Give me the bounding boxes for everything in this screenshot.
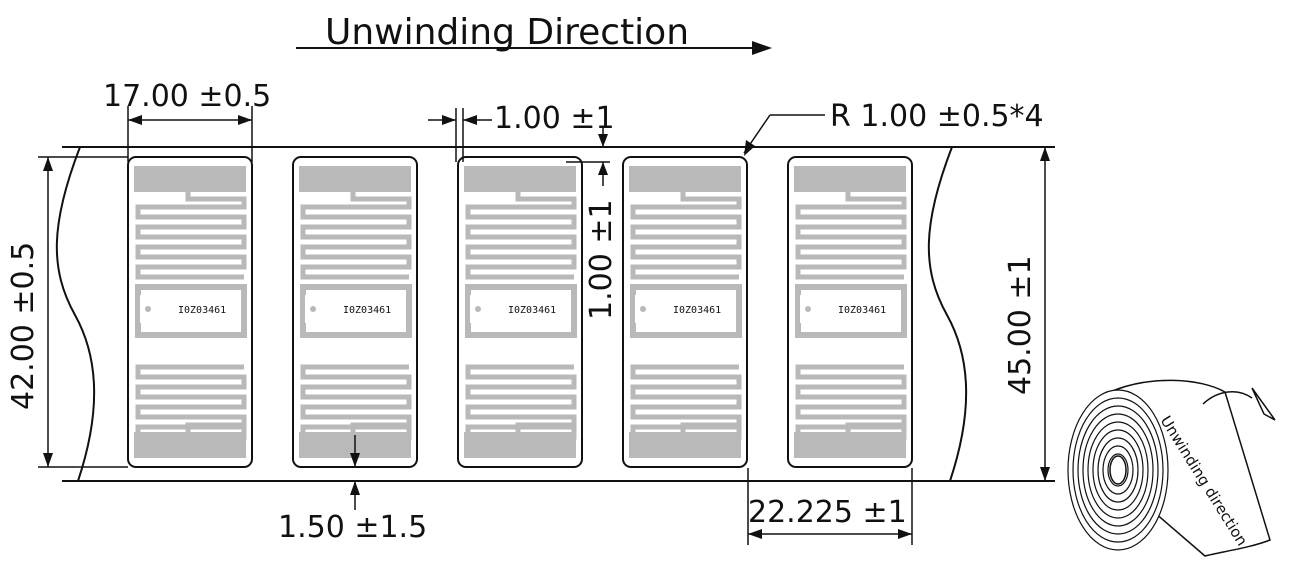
label-roll-illustration: Unwinding direction: [1067, 379, 1276, 557]
corner-radius-text: R 1.00 ±0.5*4: [830, 99, 1044, 134]
web-right-break: [927, 146, 968, 482]
roll-ring: [1077, 405, 1159, 535]
label-width-text: 17.00 ±0.5: [103, 79, 271, 114]
chip-code: I0Z03461: [178, 305, 226, 316]
top-margin-text: 1.00 ±1: [584, 199, 619, 320]
chip-notch: [635, 295, 661, 323]
chip-code: I0Z03461: [343, 305, 391, 316]
roll-core: [1109, 455, 1127, 485]
labels-group: I0Z03461 I0Z03461 I0Z03461 I0Z03461 I0Z03461: [127, 156, 913, 468]
arrowhead: [43, 157, 53, 171]
arrowhead: [598, 134, 608, 147]
rfid-label: I0Z03461: [457, 156, 583, 468]
roll-ring: [1082, 413, 1154, 527]
chip-loop: [465, 284, 577, 338]
antenna-pad-top: [794, 166, 906, 192]
roll-arrowhead: [1251, 387, 1276, 421]
roll-ring: [1107, 453, 1129, 487]
rfid-label: I0Z03461: [292, 156, 418, 468]
arrowhead: [43, 453, 53, 467]
roll-ring: [1097, 437, 1139, 503]
chip-loop: [300, 284, 412, 338]
antenna-meander-bottom: [300, 364, 412, 440]
pitch-text: 22.225 ±1: [748, 495, 907, 530]
antenna-meander-top: [630, 192, 742, 280]
arrowhead: [442, 115, 456, 125]
roll-ring: [1087, 421, 1149, 519]
chip-code: I0Z03461: [673, 305, 721, 316]
antenna-meander-bottom: [135, 364, 247, 440]
diagram-title: Unwinding Direction: [325, 12, 689, 53]
chip-dot: [475, 306, 481, 312]
rfid-label: I0Z03461: [127, 156, 253, 468]
bottom-margin-text: 1.50 ±1.5: [278, 510, 427, 545]
chip-notch: [140, 295, 166, 323]
antenna-meander-bottom: [630, 364, 742, 440]
arrowhead: [350, 453, 360, 467]
antenna-meander-top: [135, 192, 247, 280]
chip-dot: [310, 306, 316, 312]
roll-ring: [1102, 445, 1134, 495]
antenna-pad-top: [134, 166, 246, 192]
gap-text: 1.00 ±1: [494, 101, 615, 136]
chip-notch: [800, 295, 826, 323]
arrowhead: [748, 529, 762, 539]
antenna-pad-top: [629, 166, 741, 192]
web-left-break: [55, 146, 96, 482]
arrowhead: [128, 115, 142, 125]
antenna-meander-top: [300, 192, 412, 280]
arrowhead: [744, 140, 755, 156]
roll-arrow-curve: [1202, 391, 1253, 405]
chip-code: I0Z03461: [838, 305, 886, 316]
direction-arrowhead: [752, 41, 772, 55]
antenna-meander-bottom: [795, 364, 907, 440]
web-width-text: 45.00 ±1: [1003, 255, 1038, 395]
chip-code: I0Z03461: [508, 305, 556, 316]
chip-dot: [805, 306, 811, 312]
antenna-pad-top: [464, 166, 576, 192]
antenna-meander-top: [795, 192, 907, 280]
antenna-meander-top: [465, 192, 577, 280]
arrowhead: [898, 529, 912, 539]
chip-loop: [135, 284, 247, 338]
arrowhead: [238, 115, 252, 125]
chip-notch: [305, 295, 331, 323]
antenna-pad-top: [299, 166, 411, 192]
antenna-meander-bottom: [465, 364, 577, 440]
arrowhead: [1040, 467, 1050, 481]
roll-ring: [1092, 429, 1144, 511]
chip-dot: [640, 306, 646, 312]
arrowhead: [350, 481, 360, 495]
roll-rings: [1067, 389, 1169, 551]
roll-ring: [1072, 397, 1164, 543]
label-height-text: 42.00 ±0.5: [6, 242, 41, 410]
chip-loop: [795, 284, 907, 338]
chip-dot: [145, 306, 151, 312]
arrowhead: [463, 115, 477, 125]
arrowhead: [1040, 147, 1050, 161]
chip-notch: [470, 295, 496, 323]
rfid-label: I0Z03461: [622, 156, 748, 468]
arrowhead: [598, 162, 608, 175]
rfid-label: I0Z03461: [787, 156, 913, 468]
chip-loop: [630, 284, 742, 338]
